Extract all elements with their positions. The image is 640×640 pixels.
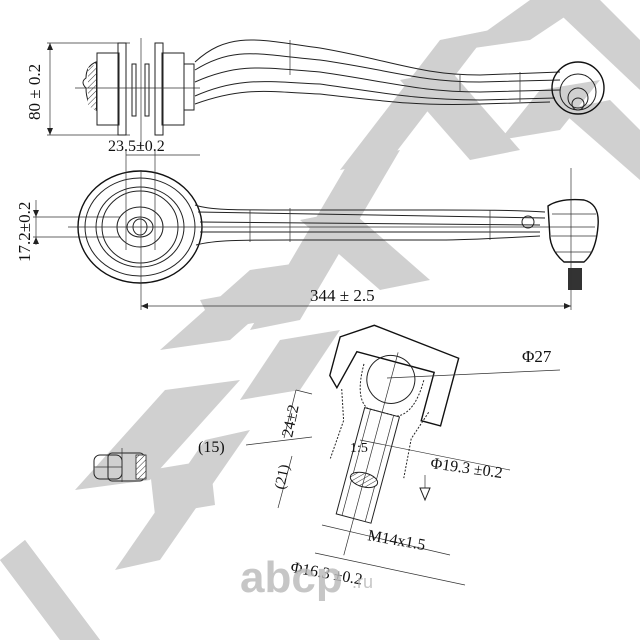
taper-label: 1:5 — [350, 441, 368, 456]
ball-joint-section — [329, 324, 460, 556]
stud-length-label: (21) — [272, 463, 293, 491]
length-dimension-label: 344 ± 2.5 — [310, 286, 375, 305]
ball-diameter-label: Φ27 — [522, 347, 552, 366]
taper-diameter-label: Φ19.3 ±0.2 — [429, 455, 503, 482]
site-watermark-suffix: .ru — [352, 572, 373, 592]
side-view: 80 ± 0.2 23.5±0.2 — [25, 38, 605, 160]
boot-height-label: 24±2 — [279, 403, 302, 439]
site-watermark-main: abcp — [240, 553, 343, 602]
top-view: 17.2±0.2 344 ± 2.5 — [15, 160, 599, 310]
bushing-width-dimension-label: 23.5±0.2 — [108, 138, 165, 155]
site-watermark: abcp .ru — [240, 553, 373, 602]
height-dimension-label: 80 ± 0.2 — [25, 64, 44, 120]
callout-15-label: (15) — [198, 439, 225, 456]
thread-label: M14x1.5 — [366, 527, 426, 554]
nut-view — [93, 448, 147, 482]
bore-dimension-label: 17.2±0.2 — [15, 202, 34, 262]
